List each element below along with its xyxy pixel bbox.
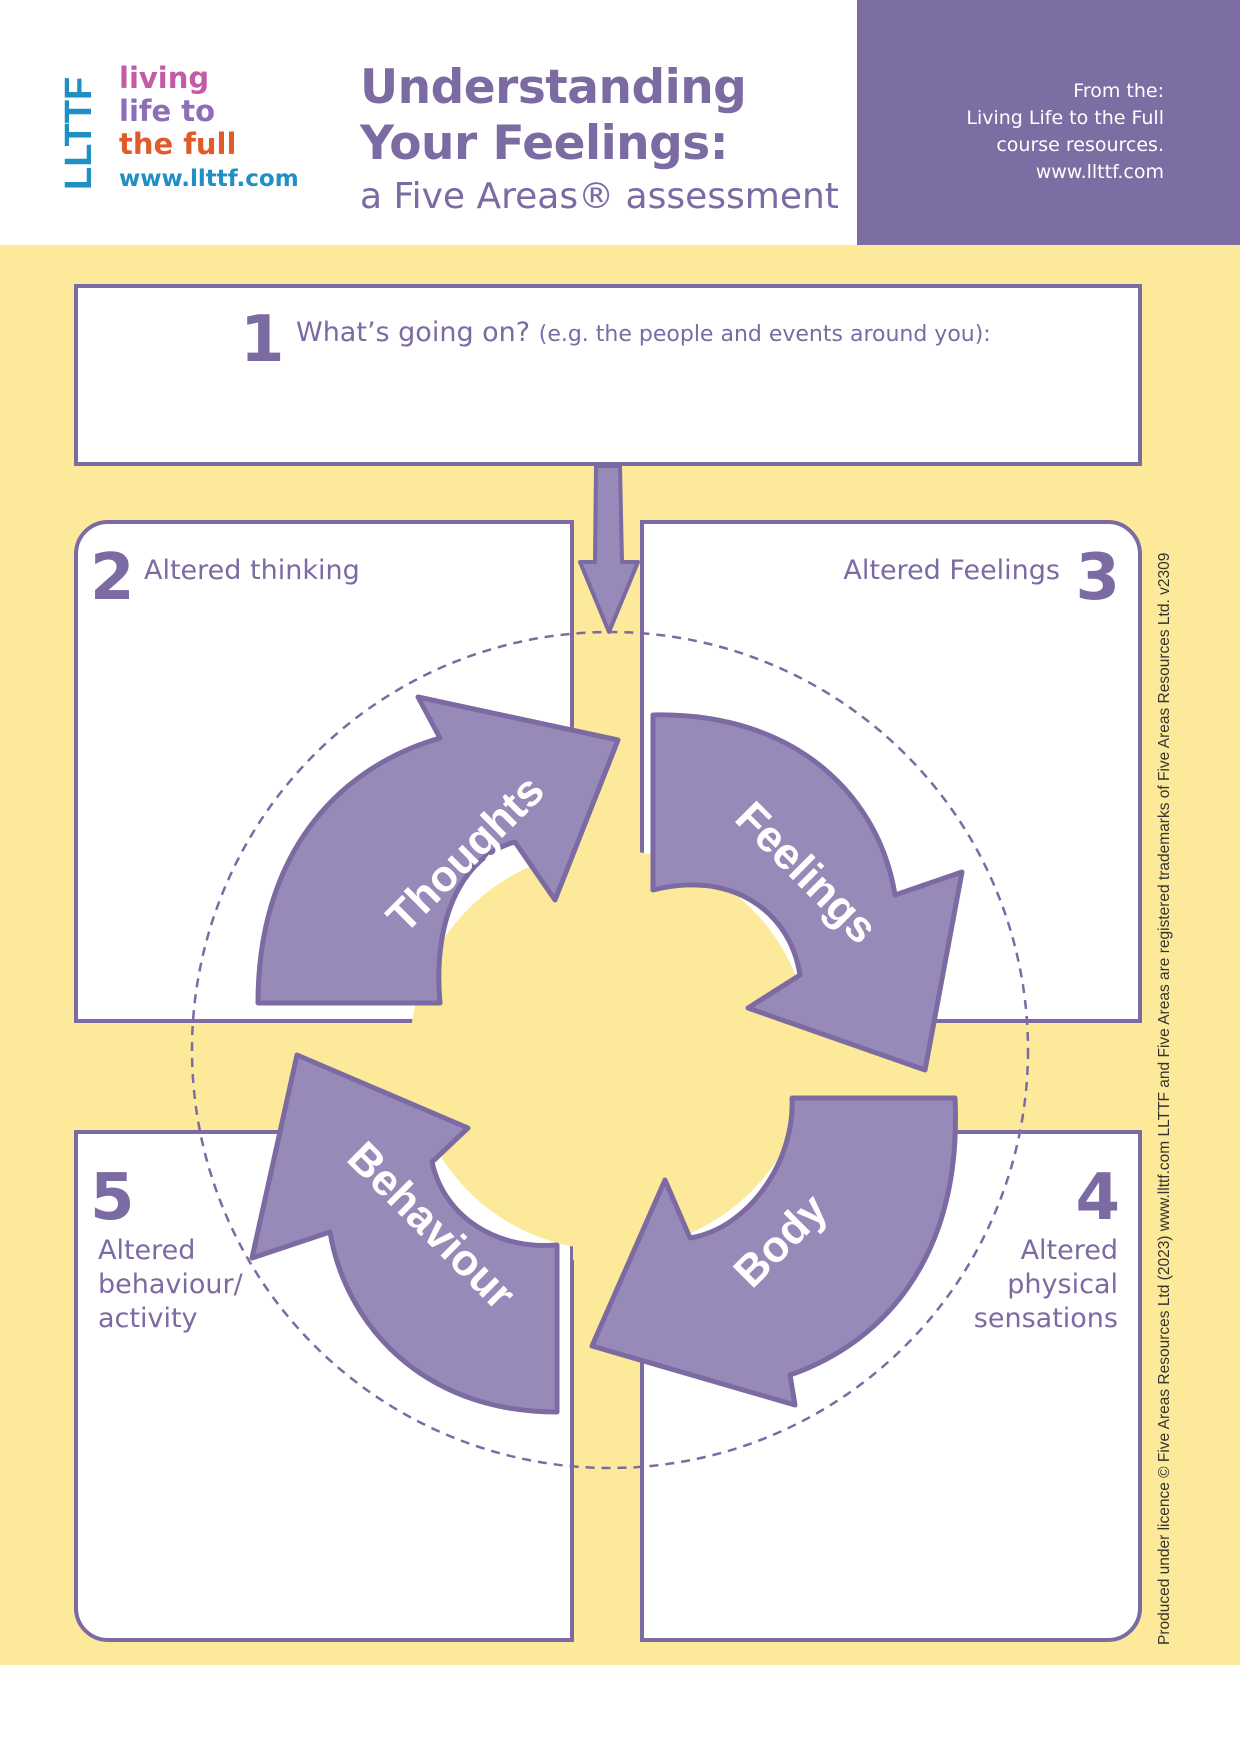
box4-label: Altered physical sensations — [974, 1234, 1118, 1336]
down-arrow — [578, 464, 640, 634]
box1-label: What’s going on? (e.g. the people and ev… — [296, 316, 991, 352]
side-copyright-text: Produced under licence © Five Areas Reso… — [1156, 553, 1173, 1645]
box4-label-line-1: Altered — [1020, 1235, 1118, 1266]
box1-number: 1 — [240, 303, 285, 377]
box2-number: 2 — [90, 541, 135, 615]
body-arrow: Body — [589, 1095, 958, 1408]
box5-label-line-1: Altered — [98, 1235, 196, 1266]
source-line-2: Living Life to the Full — [966, 107, 1164, 129]
title-line-2: Your Feelings: — [360, 116, 729, 171]
logo-url: www.llttf.com — [119, 166, 299, 192]
page-title: Understanding Your Feelings: a Five Area… — [360, 60, 839, 220]
side-copyright: Produced under licence © Five Areas Reso… — [1156, 553, 1173, 1645]
box3-number: 3 — [1075, 541, 1120, 615]
source-line-4: www.llttf.com — [1035, 161, 1164, 183]
thoughts-arrow: Thoughts — [255, 694, 621, 1006]
logo-line-1: living — [119, 61, 210, 95]
logo-wordmark: living life to the full — [119, 62, 236, 161]
box-whats-going-on[interactable]: 1 What’s going on? (e.g. the people and … — [74, 284, 1142, 466]
box3-label: Altered Feelings — [843, 555, 1060, 586]
logo-vertical: LLTTF — [58, 77, 98, 190]
source-text: From the: Living Life to the Full course… — [966, 78, 1164, 186]
box4-label-line-2: physical — [1007, 1269, 1118, 1300]
logo-line-3: the full — [119, 127, 237, 161]
source-box: From the: Living Life to the Full course… — [857, 0, 1240, 268]
box5-label-line-3: activity — [98, 1303, 198, 1334]
box4-label-line-3: sensations — [973, 1303, 1118, 1334]
cycle-centre-band-v — [573, 860, 640, 1260]
source-line-1: From the: — [1073, 80, 1164, 102]
box5-label: Altered behaviour/ activity — [98, 1234, 243, 1336]
box1-hint: (e.g. the people and events around you): — [538, 322, 991, 347]
logo-line-2: life to — [119, 94, 216, 128]
box5-label-line-2: behaviour/ — [98, 1269, 243, 1300]
logo-vertical-text: LLTTF — [58, 77, 98, 190]
box2-label: Altered thinking — [144, 555, 360, 586]
box4-number: 4 — [1075, 1161, 1120, 1235]
box5-number: 5 — [90, 1161, 135, 1235]
title-line-1: Understanding — [360, 60, 747, 115]
page-subtitle: a Five Areas® assessment — [360, 176, 839, 217]
box1-question: What’s going on? — [296, 317, 531, 348]
source-line-3: course resources. — [996, 134, 1164, 156]
